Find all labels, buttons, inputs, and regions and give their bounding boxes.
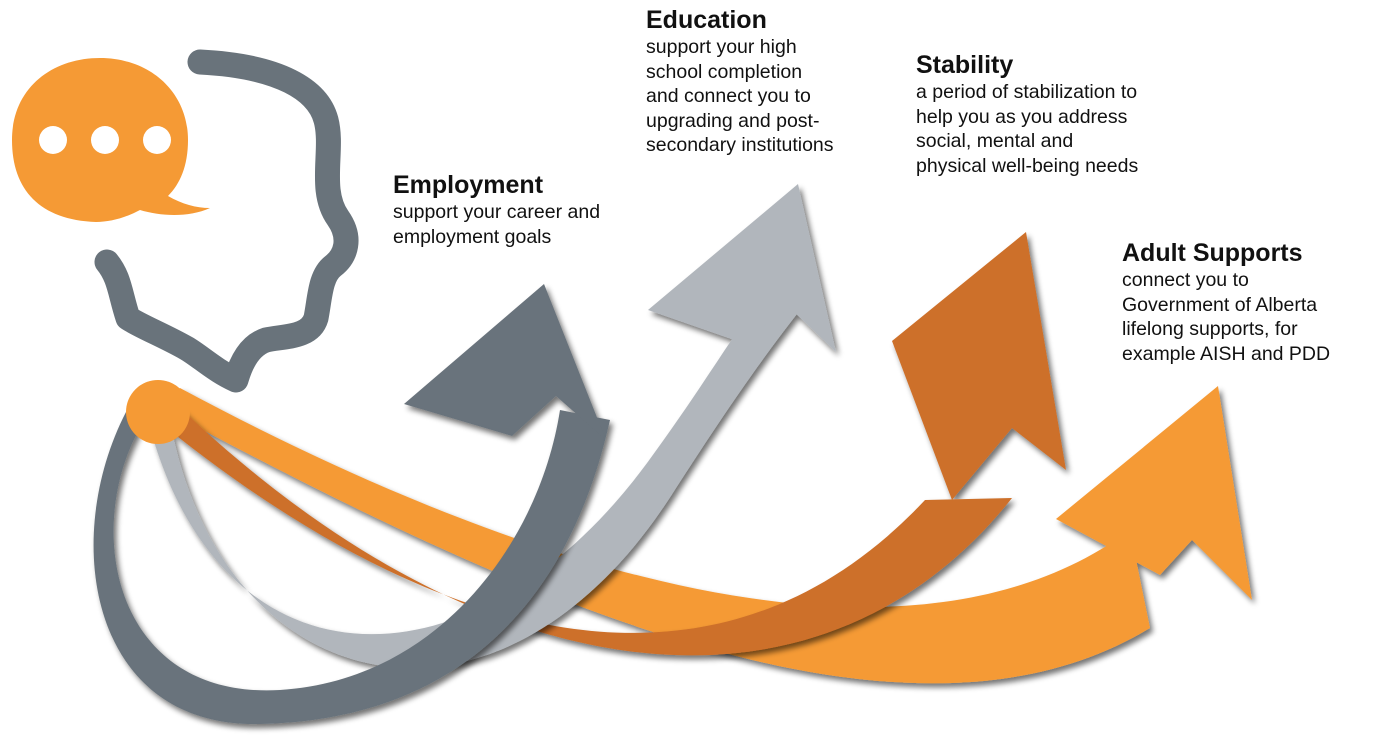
employment-description: support your career and employment goals [393,201,601,248]
education-description: support your high school completion and … [646,36,834,156]
arrow-stability [152,232,1066,656]
adult-supports-block: Adult Supports connect you to Government… [1122,238,1330,366]
head-profile-icon [94,49,359,393]
adult-supports-title: Adult Supports [1122,239,1303,267]
employment-title: Employment [393,171,544,199]
arrow-employment [93,284,610,725]
arrow-education [148,184,836,668]
stability-title: Stability [916,51,1014,79]
stability-block: Stability a period of stabilization to h… [916,50,1138,178]
speech-bubble-icon [12,58,210,222]
education-title: Education [646,6,767,34]
stability-description: a period of stabilization to help you as… [916,81,1139,177]
adult-supports-description: connect you to Government of Alberta lif… [1122,269,1331,365]
arrow-adult-supports [156,386,1252,684]
origin-dot-icon [126,380,190,444]
employment-block: Employment support your career and emplo… [393,170,600,249]
education-block: Education support your high school compl… [646,5,834,158]
